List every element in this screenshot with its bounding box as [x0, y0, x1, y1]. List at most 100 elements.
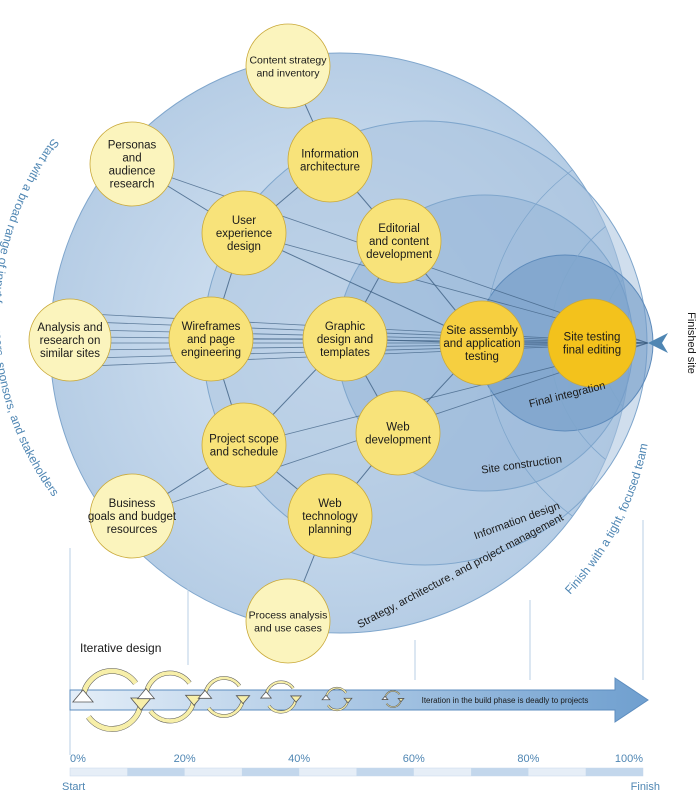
- node-label-line: technology: [302, 511, 358, 523]
- node-label-line: Content strategy: [249, 55, 327, 67]
- node-label-line: User: [232, 215, 256, 227]
- connector-user-experience-site-assembly: [243, 232, 483, 344]
- timeline-block: [471, 768, 529, 776]
- node-label-line: and application: [443, 338, 520, 350]
- node-label-line: Editorial: [378, 223, 420, 235]
- node-label-line: goals and budget: [88, 511, 177, 523]
- node-label-line: Process analysis: [249, 610, 328, 622]
- iteration-cycle-icon: [321, 686, 353, 712]
- node-label-line: architecture: [300, 162, 360, 174]
- node-circle: [355, 390, 441, 476]
- node-circle: [201, 190, 287, 276]
- node-circle: [245, 23, 331, 109]
- node-label-line: Graphic: [325, 321, 366, 333]
- node-label-line: Analysis and: [37, 322, 102, 334]
- timeline-block: [585, 768, 643, 776]
- node-label-line: planning: [308, 524, 351, 536]
- node-label-line: similar sites: [40, 348, 100, 360]
- iteration-cycle-icon: [71, 668, 153, 732]
- node-label-line: Project scope: [209, 434, 279, 446]
- node-circle: [201, 402, 287, 488]
- iteration-cycle-icon: [197, 676, 251, 718]
- node-label-line: Business: [109, 498, 156, 510]
- node-label-line: testing: [465, 351, 499, 363]
- node-label-line: experience: [216, 228, 272, 240]
- node-circle: [89, 121, 175, 207]
- node-label-line: audience: [109, 166, 156, 178]
- iteration-cycle-icon: [259, 680, 303, 714]
- finish-point-marker: [648, 333, 668, 353]
- iteration-cycles: [71, 668, 405, 732]
- node-label-line: and schedule: [210, 447, 278, 459]
- node-circle: [356, 198, 442, 284]
- node-label-line: final editing: [563, 345, 621, 357]
- node-circle: [287, 117, 373, 203]
- node-circle: [89, 473, 175, 559]
- timeline-block: [127, 768, 185, 776]
- timeline-ticks: 0% 20% 40% 60% 80% 100%: [70, 753, 643, 765]
- node-label-line: and use cases: [254, 623, 322, 635]
- node-label-line: and page: [187, 334, 235, 346]
- finished-site-label: Finished site: [685, 312, 697, 374]
- iteration-cycle-icon: [381, 690, 405, 708]
- timeline-tick-label: 20%: [174, 753, 196, 765]
- node-label-line: research on: [40, 335, 101, 347]
- timeline-block: [241, 768, 300, 776]
- node-label-line: development: [366, 249, 433, 261]
- node-circle: [28, 298, 112, 382]
- iteration-note: Iteration in the build phase is deadly t…: [422, 696, 589, 705]
- node-label-line: templates: [320, 347, 370, 359]
- timeline-finish-label: Finish: [631, 781, 660, 793]
- node-label-line: Site assembly: [446, 325, 518, 337]
- node-label-line: Web: [386, 422, 409, 434]
- node-circle: [302, 296, 388, 382]
- node-label-line: and content: [369, 236, 430, 248]
- node-label-line: and inventory: [256, 68, 320, 80]
- node-label-line: research: [110, 179, 155, 191]
- node-circle: [245, 578, 331, 664]
- timeline-tick-label: 40%: [288, 753, 310, 765]
- node-label-line: Personas: [108, 140, 157, 152]
- node-label-line: design and: [317, 334, 373, 346]
- iteration-cycle-icon: [136, 670, 204, 724]
- build-phase-arrow: [69, 677, 649, 723]
- node-label-line: Site testing: [564, 332, 621, 344]
- node-label-line: and: [122, 153, 141, 165]
- node-label-line: development: [365, 435, 432, 447]
- timeline-tick-label: 100%: [615, 753, 643, 765]
- node-circle: [439, 300, 525, 386]
- node-circle: [547, 298, 637, 388]
- node-circle: [287, 473, 373, 559]
- iterative-design-label: Iterative design: [80, 641, 161, 655]
- node-label-line: engineering: [181, 347, 241, 359]
- timeline-tick-label: 60%: [403, 753, 425, 765]
- timeline-tick-label: 80%: [517, 753, 539, 765]
- node-label-line: Information: [301, 149, 359, 161]
- timeline-guides: [69, 520, 644, 755]
- timeline-tick-label: 0%: [70, 753, 86, 765]
- node-label-line: resources: [107, 524, 158, 536]
- node-label-line: Web: [318, 498, 341, 510]
- timeline: [69, 767, 644, 777]
- node-label-line: Wireframes: [182, 321, 241, 333]
- timeline-start-label: Start: [62, 781, 85, 793]
- node-label-line: design: [227, 241, 261, 253]
- node-circle: [168, 296, 254, 382]
